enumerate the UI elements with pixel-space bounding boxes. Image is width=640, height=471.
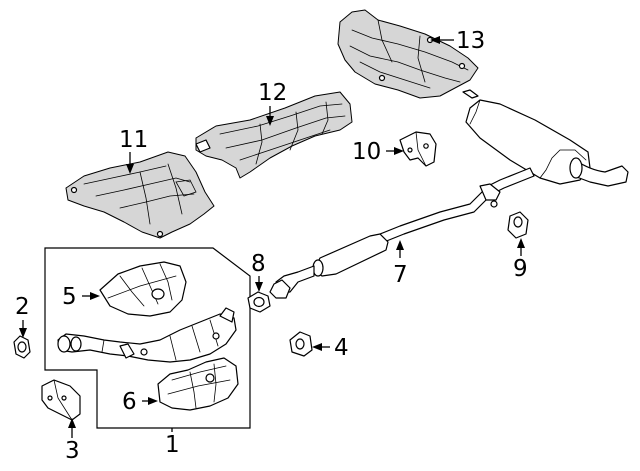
part-10-bracket[interactable] bbox=[399, 131, 437, 167]
callout-10: 10 bbox=[352, 139, 381, 165]
callout-8: 8 bbox=[251, 251, 266, 277]
callout-12: 12 bbox=[258, 80, 287, 106]
callout-7: 7 bbox=[393, 262, 408, 288]
callout-9: 9 bbox=[513, 256, 528, 282]
part-13-heat-shield[interactable] bbox=[337, 9, 479, 99]
part-4-rubber-hanger[interactable] bbox=[289, 331, 313, 357]
part-3-bracket[interactable] bbox=[41, 379, 81, 421]
part-7-center-pipe[interactable] bbox=[269, 167, 535, 299]
part-12-heat-shield[interactable] bbox=[195, 91, 353, 179]
part-2-gasket[interactable] bbox=[13, 335, 31, 359]
rear-muffler[interactable] bbox=[462, 89, 629, 187]
part-5-catalytic-converter[interactable] bbox=[99, 261, 187, 317]
callout-3: 3 bbox=[65, 438, 80, 464]
callout-6: 6 bbox=[122, 389, 137, 415]
part-8-gasket[interactable] bbox=[247, 291, 271, 313]
part-1-exhaust-manifold-pipe[interactable] bbox=[57, 307, 237, 363]
assembly-group-box bbox=[44, 247, 251, 429]
callout-2: 2 bbox=[15, 294, 30, 320]
callout-13: 13 bbox=[456, 28, 485, 54]
callout-4: 4 bbox=[334, 335, 349, 361]
callout-1: 1 bbox=[165, 432, 180, 458]
part-9-rubber-hanger[interactable] bbox=[507, 211, 529, 239]
part-11-heat-shield[interactable] bbox=[65, 151, 215, 239]
part-6-heat-shield[interactable] bbox=[157, 357, 239, 411]
callout-11: 11 bbox=[119, 127, 148, 153]
callout-5: 5 bbox=[62, 284, 77, 310]
